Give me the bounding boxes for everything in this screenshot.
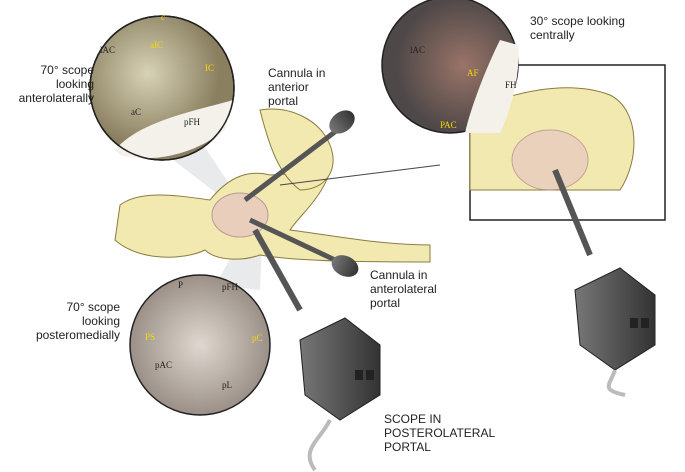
label-pL: pL (222, 380, 232, 390)
label-pC: pC (252, 333, 263, 343)
anterior-cannula (243, 126, 342, 202)
caption-line: anterolaterally (18, 91, 94, 105)
caption-cannula-anterior: Cannula in anterior portal (268, 66, 325, 108)
anterior-cannula-hub (329, 110, 355, 134)
label-lAC: lAC (100, 45, 116, 55)
caption-line: looking (55, 77, 94, 91)
label-PS: PS (145, 332, 156, 342)
caption-line: portal (268, 94, 299, 108)
caption-30-central: 30° scope looking centrally (530, 14, 625, 42)
caption-line: SCOPE IN (384, 412, 442, 426)
label-P: P (178, 280, 184, 290)
label-PAC: PAC (440, 120, 457, 130)
caption-line: looking (81, 314, 120, 328)
camera-cable-right (606, 369, 626, 397)
label-IC: IC (205, 63, 214, 73)
label-pFH-2: pFH (222, 282, 239, 292)
caption-line: 70° scope (40, 63, 94, 77)
caption-line: posteromedially (35, 328, 120, 342)
caption-cannula-anterolateral: Cannula in anterolateral portal (370, 268, 437, 310)
label-c: c (161, 12, 165, 22)
hip-capsule (211, 192, 269, 238)
caption-line: Cannula in (268, 66, 326, 80)
caption-line: 30° scope looking (530, 14, 625, 28)
caption-scope-posterolateral: SCOPE IN POSTEROLATERAL PORTAL (384, 412, 495, 454)
camera-head-left (299, 317, 381, 421)
caption-line: anterior (268, 80, 309, 94)
label-FH: FH (505, 80, 517, 90)
label-aC: aC (131, 107, 141, 117)
caption-line: 70° scope (66, 300, 120, 314)
caption-70-anterolateral: 70° scope looking anterolaterally (14, 63, 94, 105)
femur-bone (114, 171, 431, 263)
posterolateral-scope-shaft (252, 228, 303, 312)
label-lAC-2: lAC (410, 45, 426, 55)
label-pAC: pAC (155, 360, 173, 370)
label-AF: AF (467, 68, 479, 78)
skin-line (279, 164, 441, 186)
femoral-head-area (115, 100, 233, 159)
anterolateral-cannula-hub (331, 255, 359, 277)
caption-line: portal (370, 296, 401, 310)
caption-line: centrally (530, 28, 575, 42)
caption-line: anterolateral (370, 282, 437, 296)
caption-70-posteromedial: 70° scope looking posteromedially (20, 300, 120, 342)
caption-line: PORTAL (384, 440, 431, 454)
label-pFH: pFH (184, 117, 201, 127)
caption-line: Cannula in (370, 268, 428, 282)
anterolateral-cannula (248, 217, 337, 263)
camera-head-right (574, 267, 656, 371)
label-aIC: aIC (150, 40, 163, 50)
pelvis-bone (259, 108, 334, 191)
camera-cable-left (307, 419, 332, 472)
arthroscopic-view-posteromedial (129, 274, 271, 416)
caption-line: POSTEROLATERAL (384, 426, 496, 440)
inset-scope-shaft (552, 168, 593, 257)
